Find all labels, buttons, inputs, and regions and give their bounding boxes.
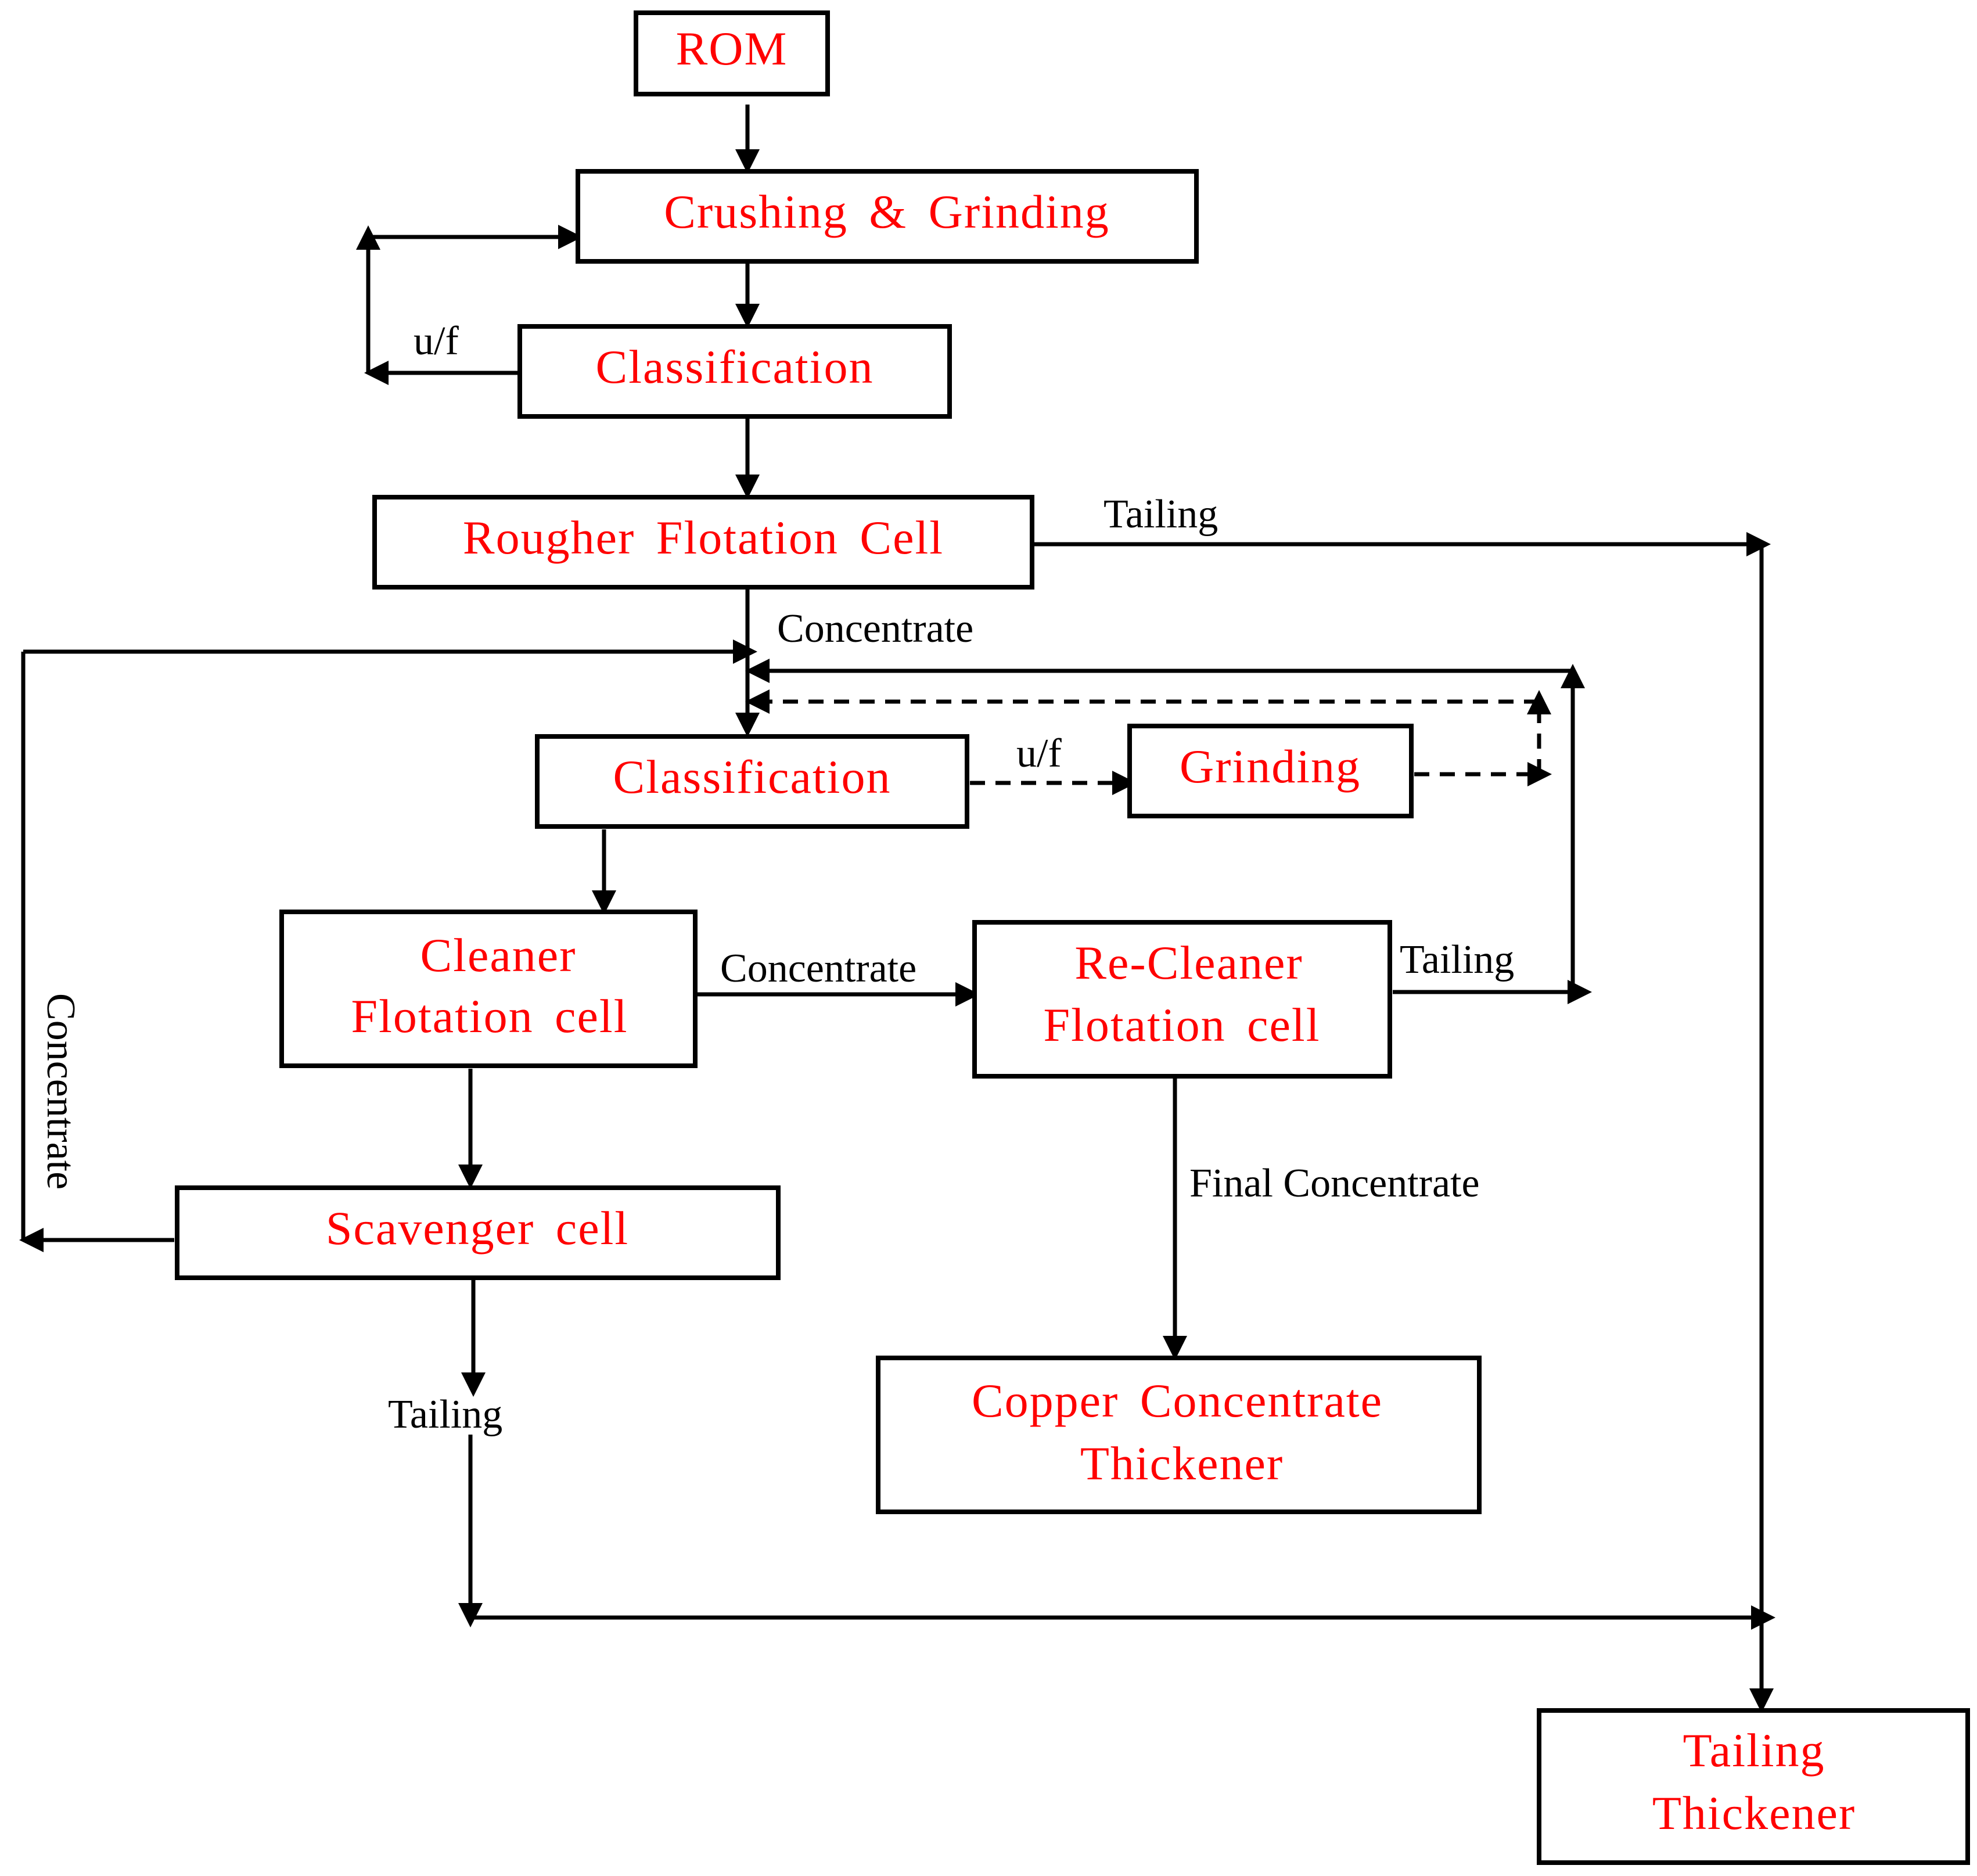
node-rougher-flotation: Rougher Flotation Cell bbox=[372, 495, 1034, 590]
label-uf-2: u/f bbox=[1016, 731, 1062, 776]
node-classification-2: Classification bbox=[535, 734, 969, 829]
label-scavenger-concentrate: Concentrate bbox=[38, 993, 83, 1189]
node-scavenger: Scavenger cell bbox=[175, 1185, 781, 1280]
label-final-concentrate: Final Concentrate bbox=[1189, 1161, 1480, 1206]
node-classification-1: Classification bbox=[517, 324, 952, 419]
node-cleaner-line-1: Cleaner bbox=[420, 929, 577, 982]
node-grinding-label: Grinding bbox=[1180, 740, 1361, 793]
label-rougher-tailing: Tailing bbox=[1103, 492, 1218, 537]
node-tailing-thickener: Tailing Thickener bbox=[1537, 1708, 1970, 1865]
node-cleaner-flotation: Cleaner Flotation cell bbox=[279, 910, 698, 1068]
node-rougher-flotation-label: Rougher Flotation Cell bbox=[463, 511, 944, 564]
node-classification-1-label: Classification bbox=[596, 340, 874, 393]
node-copper-thickener-line-1: Copper Concentrate bbox=[972, 1374, 1383, 1427]
edge-labels: u/f Tailing Concentrate u/f Concentrate … bbox=[38, 319, 1514, 1437]
node-tailing-thickener-line-1: Tailing bbox=[1683, 1724, 1825, 1777]
node-recleaner-line-2: Flotation cell bbox=[1044, 998, 1321, 1051]
node-recleaner-flotation: Re-Cleaner Flotation cell bbox=[972, 920, 1392, 1079]
node-cleaner-line-2: Flotation cell bbox=[351, 990, 628, 1043]
node-rom-label: ROM bbox=[676, 22, 788, 75]
node-rom: ROM bbox=[634, 10, 830, 96]
node-scavenger-label: Scavenger cell bbox=[326, 1202, 629, 1255]
label-cleaner-concentrate: Concentrate bbox=[720, 946, 916, 991]
connectors bbox=[19, 105, 1775, 1713]
node-grinding: Grinding bbox=[1127, 724, 1414, 818]
label-rougher-concentrate: Concentrate bbox=[777, 606, 973, 651]
label-recleaner-tailing: Tailing bbox=[1400, 937, 1514, 982]
node-tailing-thickener-line-2: Thickener bbox=[1652, 1787, 1856, 1839]
node-crushing-grinding: Crushing & Grinding bbox=[576, 169, 1199, 264]
label-scavenger-tailing: Tailing bbox=[388, 1392, 502, 1437]
node-copper-concentrate-thickener: Copper Concentrate Thickener bbox=[876, 1356, 1482, 1514]
node-copper-thickener-line-2: Thickener bbox=[1080, 1437, 1284, 1490]
label-uf-1: u/f bbox=[414, 319, 459, 364]
node-recleaner-line-1: Re-Cleaner bbox=[1074, 936, 1303, 989]
node-crushing-grinding-label: Crushing & Grinding bbox=[664, 185, 1110, 238]
node-classification-2-label: Classification bbox=[613, 750, 892, 803]
